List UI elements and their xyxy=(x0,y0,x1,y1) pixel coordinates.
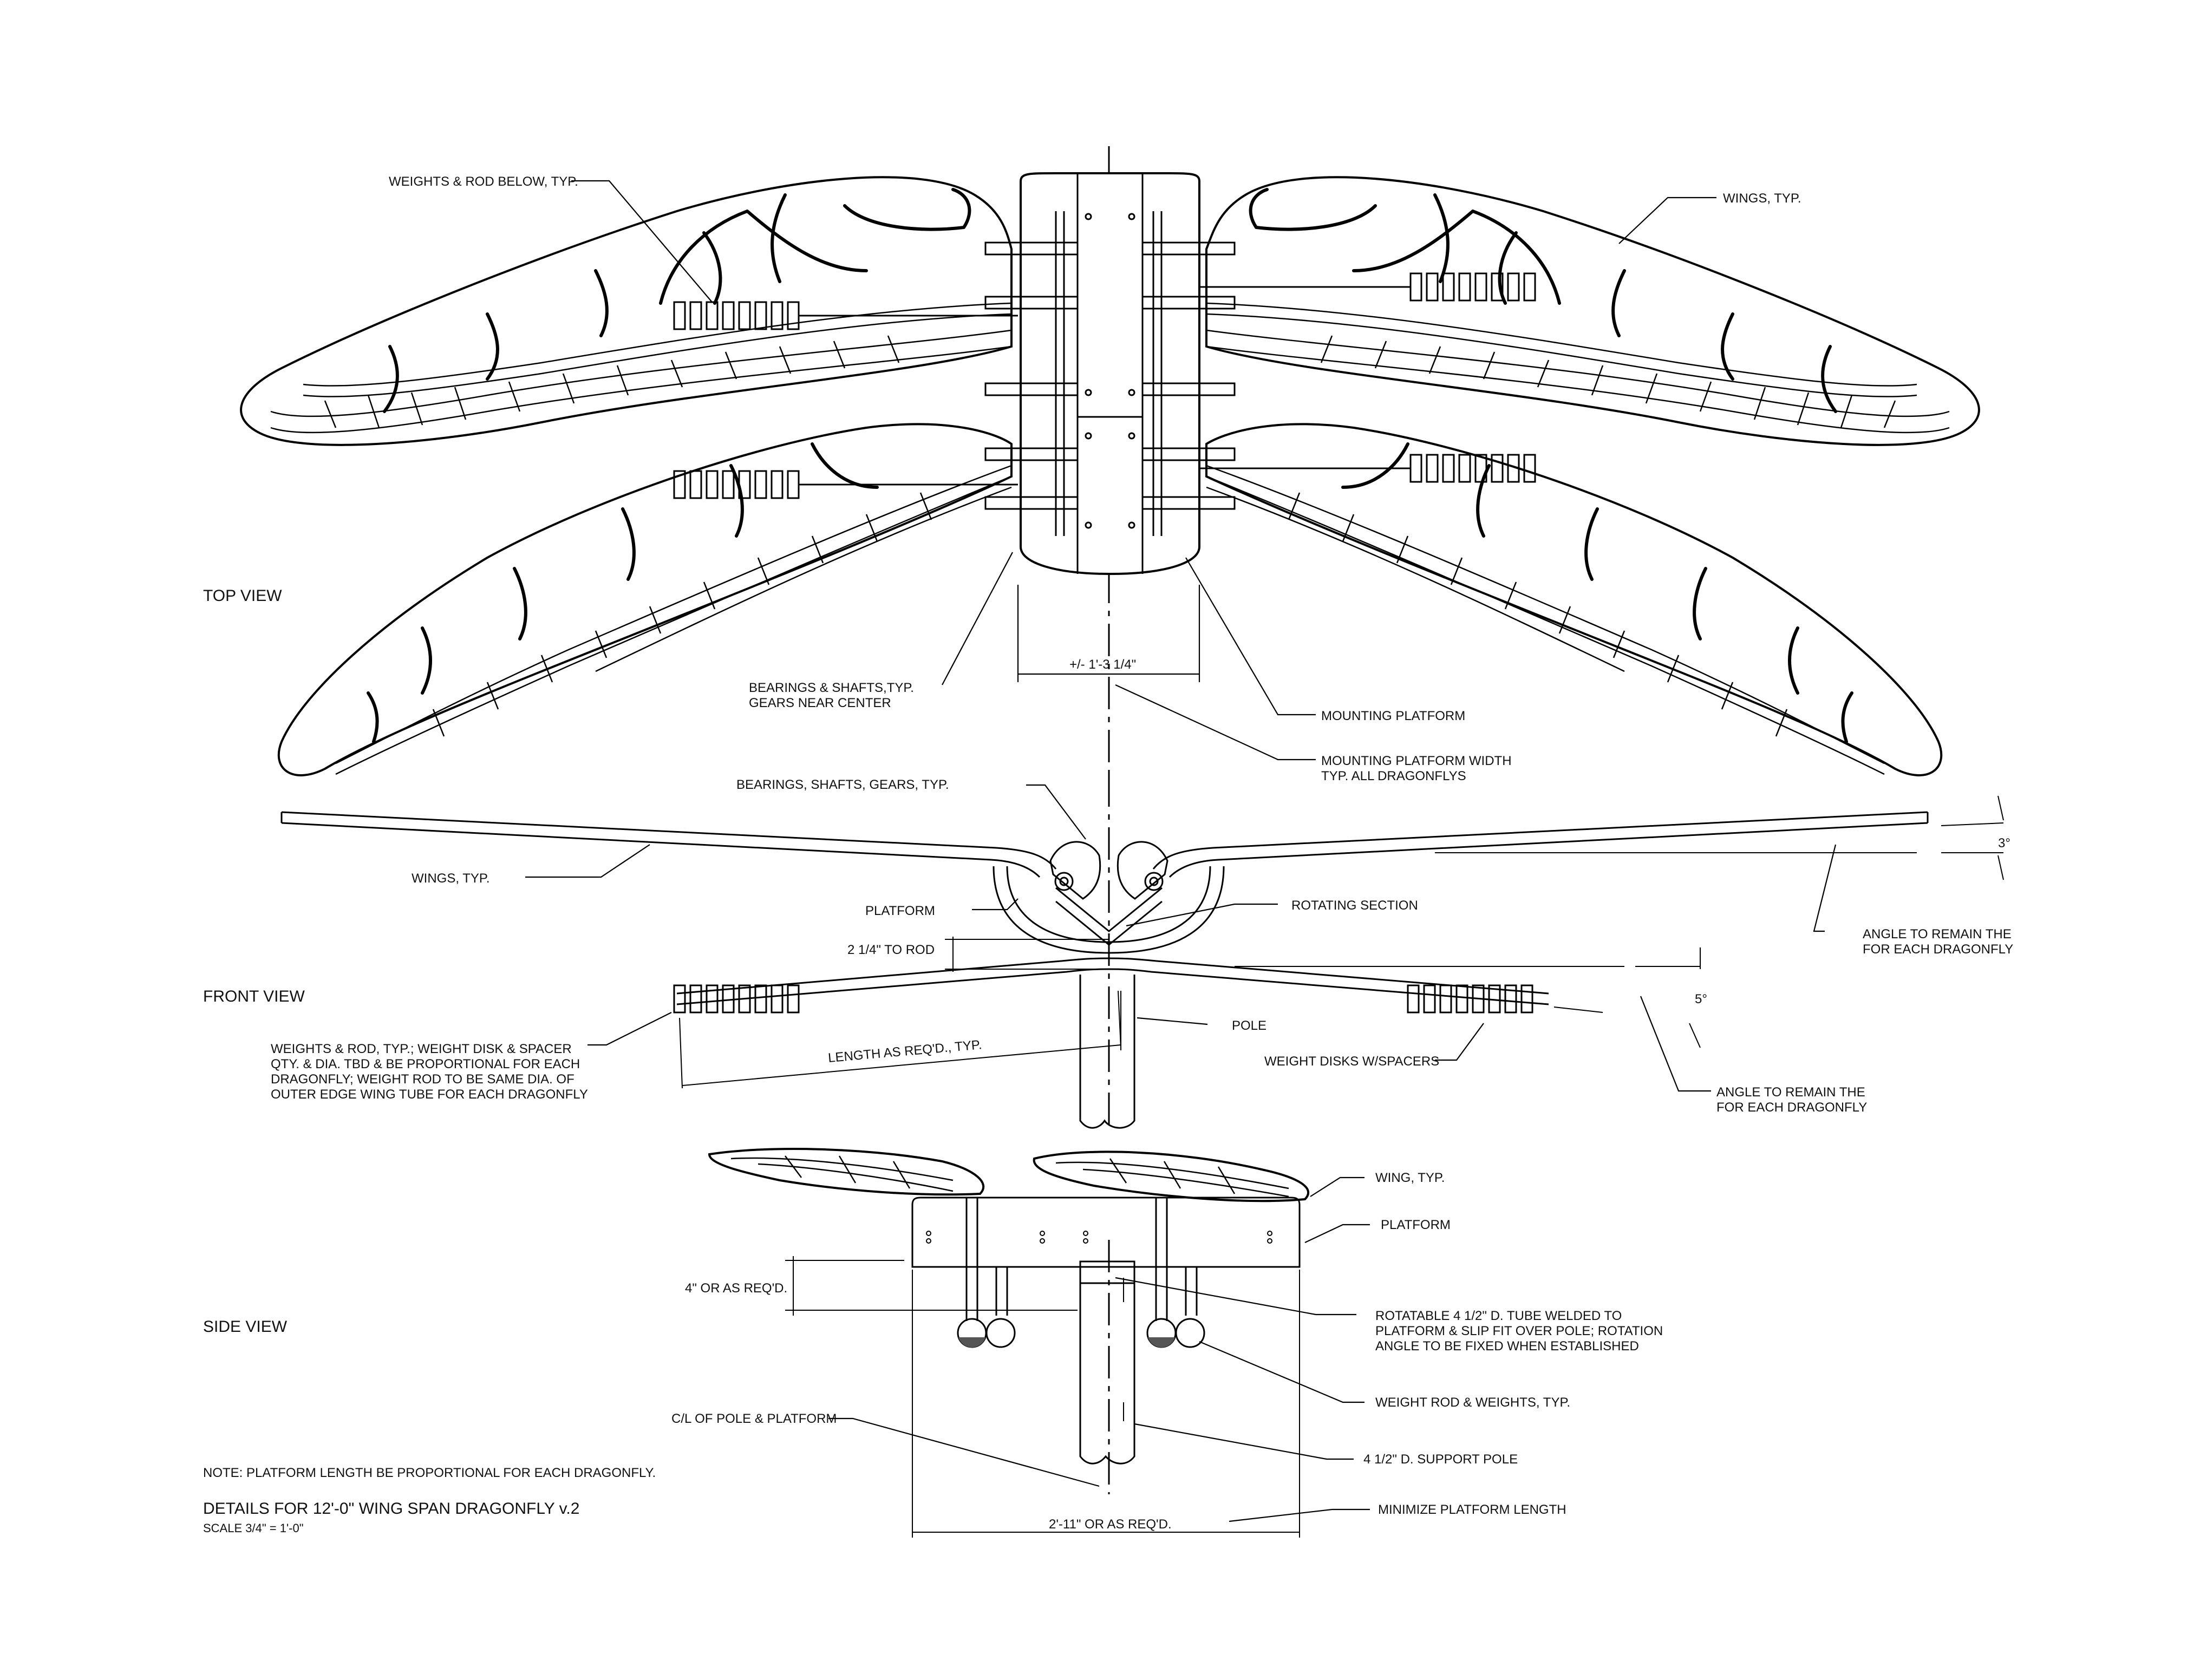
label-to-rod: 2 1/4" TO ROD xyxy=(847,943,935,957)
side-wing-left xyxy=(708,1148,984,1196)
label-rotating-section: ROTATING SECTION xyxy=(1291,898,1418,913)
leader-support-pole xyxy=(1134,1423,1354,1460)
label-angle-remain-1a: ANGLE TO REMAIN THE xyxy=(1863,927,2012,942)
side-support-pole xyxy=(1079,1260,1135,1465)
label-support-pole: 4 1/2" D. SUPPORT POLE xyxy=(1363,1452,1518,1467)
label-pole: POLE xyxy=(1232,1018,1266,1033)
side-view-label: SIDE VIEW xyxy=(203,1318,288,1336)
wing-lower-left xyxy=(277,423,1013,776)
label-angle-remain-1b: FOR EACH DRAGONFLY xyxy=(1863,942,2013,957)
front-view xyxy=(280,774,2004,1129)
wing-upper-right xyxy=(1205,176,1980,446)
wing-lower-right xyxy=(1205,423,1943,776)
leader-minimize xyxy=(1229,1508,1370,1522)
label-weights-4: OUTER EDGE WING TUBE FOR EACH DRAGONFLY xyxy=(271,1087,588,1102)
leader-wings-front xyxy=(525,844,650,878)
leader-platform-front xyxy=(972,898,1019,911)
side-view xyxy=(708,1148,1370,1538)
label-wings-top: WINGS, TYP. xyxy=(1723,191,1801,206)
top-platform xyxy=(984,172,1236,576)
leader-weights-below xyxy=(571,180,713,303)
label-weights-2: QTY. & DIA. TBD & BE PROPORTIONAL FOR EA… xyxy=(271,1057,580,1071)
front-weights-right xyxy=(1407,984,1533,1014)
label-mounting-width: MOUNTING PLATFORM WIDTH xyxy=(1321,754,1512,768)
top-view xyxy=(240,146,1980,776)
leader-weights-front xyxy=(587,1012,672,1046)
front-weights-left xyxy=(673,984,800,1014)
note-platform-length: NOTE: PLATFORM LENGTH BE PROPORTIONAL FO… xyxy=(203,1466,656,1480)
leader-mounting-width xyxy=(1115,684,1316,761)
side-wing-right xyxy=(1033,1150,1309,1202)
side-platform xyxy=(911,1197,1301,1268)
top-weights xyxy=(673,272,1536,499)
leader-pole xyxy=(1137,1017,1208,1025)
label-4in-req: 4" OR AS REQ'D. xyxy=(685,1281,787,1296)
label-tube-3: ANGLE TO BE FIXED WHEN ESTABLISHED xyxy=(1375,1339,1639,1354)
label-minimize: MINIMIZE PLATFORM LENGTH xyxy=(1378,1502,1566,1517)
label-wings-front: WINGS, TYP. xyxy=(412,871,489,886)
label-weights-rod-below: WEIGHTS & ROD BELOW, TYP. xyxy=(389,174,578,189)
label-tube-2: PLATFORM & SLIP FIT OVER POLE; ROTATION xyxy=(1375,1324,1663,1338)
label-bearings-gears: BEARINGS, SHAFTS, GEARS, TYP. xyxy=(736,777,949,792)
label-length: LENGTH AS REQ'D., TYP. xyxy=(827,1037,982,1065)
label-weights-1: WEIGHTS & ROD, TYP.; WEIGHT DISK & SPACE… xyxy=(271,1042,572,1056)
label-platform-width: 2'-11" OR AS REQ'D. xyxy=(1049,1517,1172,1532)
label-weights-3: DRAGONFLY; WEIGHT ROD TO BE SAME DIA. OF xyxy=(271,1072,575,1087)
label-wing-side: WING, TYP. xyxy=(1375,1171,1445,1185)
leader-weight-disks xyxy=(1435,1023,1484,1061)
label-angle-remain-2b: FOR EACH DRAGONFLY xyxy=(1716,1100,1867,1115)
label-weight-rod: WEIGHT ROD & WEIGHTS, TYP. xyxy=(1375,1395,1570,1410)
leader-platform-side xyxy=(1304,1224,1370,1243)
label-mounting-platform: MOUNTING PLATFORM xyxy=(1321,709,1465,723)
label-weight-disks: WEIGHT DISKS W/SPACERS xyxy=(1264,1054,1439,1069)
label-bearings-shafts: BEARINGS & SHAFTS,TYP. xyxy=(749,681,914,695)
leader-wing-side xyxy=(1310,1176,1365,1197)
leader-mounting-platform xyxy=(1185,557,1316,716)
label-angle-remain-2a: ANGLE TO REMAIN THE xyxy=(1716,1085,1865,1100)
label-platform-side: PLATFORM xyxy=(1381,1218,1451,1232)
top-view-label: TOP VIEW xyxy=(203,587,282,605)
label-platform-dimension: +/- 1'-3 1/4" xyxy=(1069,657,1136,672)
leader-wings-top xyxy=(1618,197,1716,244)
label-gears-near-center: GEARS NEAR CENTER xyxy=(749,696,891,710)
label-angle-3: 3° xyxy=(1998,836,2010,851)
wing-upper-left xyxy=(240,176,1013,446)
leader-angle-3 xyxy=(1813,844,1837,932)
top-platform-dimension xyxy=(1017,585,1200,682)
leader-bearings-front xyxy=(1026,784,1086,840)
leader-cl xyxy=(828,1417,1100,1487)
label-platform-front: PLATFORM xyxy=(865,904,935,918)
front-view-label: FRONT VIEW xyxy=(203,988,305,1005)
leader-tube xyxy=(1115,1277,1356,1316)
leader-rotating xyxy=(1126,903,1278,927)
drawing-title: DETAILS FOR 12'-0" WING SPAN DRAGONFLY v… xyxy=(203,1500,579,1518)
leader-bearings-top xyxy=(942,552,1013,685)
leader-angle-5 xyxy=(1640,996,1711,1092)
label-all-dragonflys: TYP. ALL DRAGONFLYS xyxy=(1321,769,1466,783)
label-angle-5: 5° xyxy=(1695,992,1707,1006)
label-tube-1: ROTATABLE 4 1/2" D. TUBE WELDED TO xyxy=(1375,1309,1622,1323)
leader-weight-rod xyxy=(1199,1341,1365,1403)
drawing-scale: SCALE 3/4" = 1'-0" xyxy=(203,1521,304,1535)
label-cl-pole: C/L OF POLE & PLATFORM xyxy=(671,1411,837,1426)
